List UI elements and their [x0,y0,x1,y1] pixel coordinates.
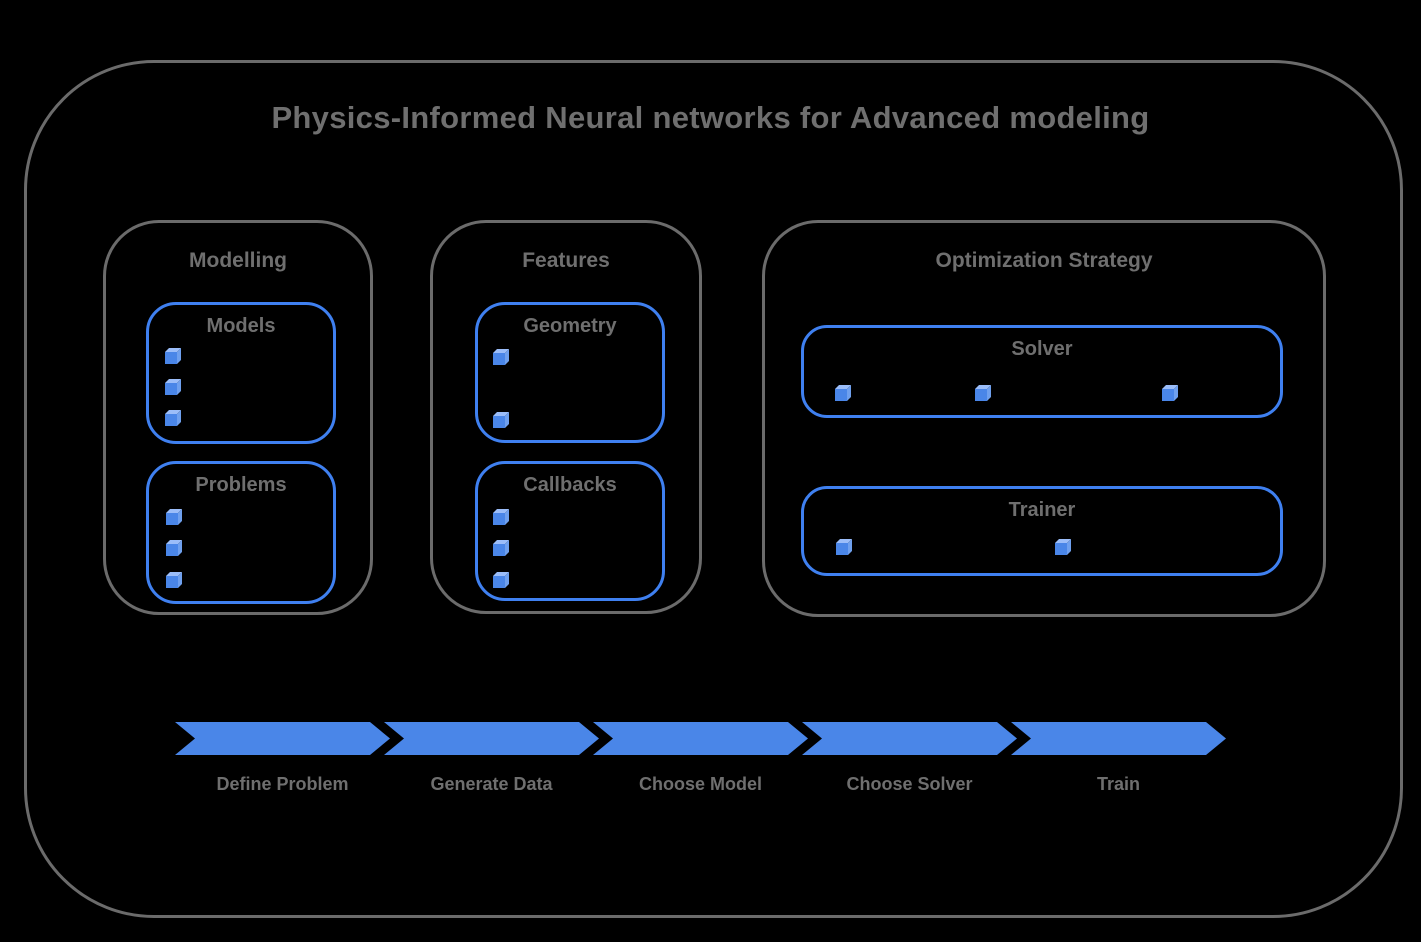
cube-icon [835,389,847,401]
flow-step-arrow-train [1011,722,1226,755]
page-title: Physics-Informed Neural networks for Adv… [271,100,1150,135]
flow-step-arrow-choose-solver [802,722,1017,755]
box-callbacks: Callbacks [475,461,665,601]
box-callbacks-title: Callbacks [523,474,617,496]
cube-icon [165,414,177,426]
flow-step-label: Generate Data [430,774,553,794]
cube-icon [493,353,505,365]
section-optimization-title: Optimization Strategy [935,249,1153,272]
section-modelling: Modelling Models Problems [103,220,373,615]
flow-step-label: Choose Model [638,774,762,794]
cube-icon [493,416,505,428]
cube-icon [166,544,178,556]
flow-step-label: Choose Solver [846,774,973,794]
cube-icon [836,543,848,555]
box-problems-title: Problems [195,474,287,496]
box-geometry-title: Geometry [523,315,617,337]
cube-icon [493,513,505,525]
box-solver-title: Solver [1011,338,1073,360]
box-problems: Problems [146,461,336,604]
box-solver: Solver [801,325,1283,418]
section-features: Features Geometry Callbacks [430,220,702,614]
cube-icon [166,576,178,588]
cube-icon [493,576,505,588]
section-optimization-strategy: Optimization Strategy Solver Trainer [762,220,1326,617]
box-trainer-title: Trainer [1008,499,1076,521]
cube-icon [493,544,505,556]
cube-icon [165,383,177,395]
cube-icon [975,389,987,401]
cube-icon [1162,389,1174,401]
flow-step-arrow-generate-data [384,722,599,755]
main-container-outline [24,60,1403,918]
section-features-title: Features [522,249,610,272]
cube-icon [165,352,177,364]
box-trainer: Trainer [801,486,1283,576]
flow-step-arrow-define-problem [175,722,390,755]
flow-step-arrow-choose-model [593,722,808,755]
flow-step-label: Define Problem [216,774,349,794]
cube-icon [1055,543,1067,555]
flow-step-label: Train [1096,774,1140,794]
box-models: Models [146,302,336,444]
box-models-title: Models [206,315,276,337]
cube-icon [166,513,178,525]
box-geometry: Geometry [475,302,665,443]
section-modelling-title: Modelling [189,249,287,272]
